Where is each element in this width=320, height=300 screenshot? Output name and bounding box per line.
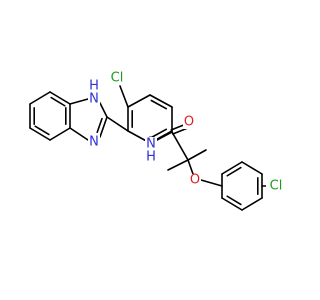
bond-ring-cl <box>119 85 129 108</box>
atom-bg-n-bottom <box>88 135 100 148</box>
atom-label-carbonyl-o: O <box>184 115 194 130</box>
bond-benzo-6 <box>29 127 51 141</box>
atom-label-nh-h: H <box>89 79 99 94</box>
bond-benzo-3-inner <box>50 96 66 107</box>
atom-label-ether-o: O <box>190 173 200 188</box>
atom-label-cl-ring: Cl <box>111 71 124 86</box>
bond-carbonyl-o-a <box>172 127 189 135</box>
bond-imid-c2-n3-inner <box>96 117 103 134</box>
bond-benzo-3 <box>49 91 71 105</box>
bond-phenoxy-1 <box>221 161 243 175</box>
atom-label-n-top: N <box>89 92 99 107</box>
bond-imid-c3a-n1 <box>69 98 89 105</box>
bond-imid-c2-n3 <box>99 116 108 138</box>
atom-bg-nh-h <box>88 79 100 92</box>
atom-bg-n-top <box>88 92 100 105</box>
atom-label-layer: H N N Cl N H O O Cl <box>88 71 285 194</box>
atom-bg-cl-ring <box>107 71 126 84</box>
molecule-structure: H N N Cl N H O O Cl <box>29 70 285 211</box>
bond-benzo-6-inner <box>34 125 50 136</box>
bond-phenoxy-4 <box>241 197 263 211</box>
bond-imid-to-ring <box>106 116 129 132</box>
bond-cq-to-ether-o <box>187 159 194 175</box>
bond-ring-2-inner <box>150 99 168 110</box>
atom-label-amide-h: H <box>146 150 156 165</box>
bond-ring-1 <box>127 94 151 108</box>
atom-bg-cl-phenoxy <box>266 179 285 192</box>
bond-phenoxy-5-inner <box>226 195 242 206</box>
atom-label-amide-n: N <box>146 137 156 152</box>
atom-bg-ether-o <box>189 174 201 187</box>
atom-bg-carbonyl-o <box>183 116 195 129</box>
bond-carbonyl-to-cq <box>171 131 189 161</box>
bond-ring-4-inner <box>150 128 168 139</box>
atom-bg-amide-h <box>145 150 157 163</box>
bond-imid-n1-c2 <box>99 102 108 118</box>
bond-phenoxy-5 <box>221 197 243 211</box>
atom-label-n-bottom: N <box>89 135 99 150</box>
bond-ether-o-to-ring <box>200 179 223 187</box>
bond-phenoxy-1-inner <box>226 166 242 177</box>
bond-cq-methyl-right <box>187 149 207 161</box>
atom-bg-amide-n <box>145 137 157 150</box>
bond-layer <box>29 85 267 211</box>
bond-ring-2 <box>149 94 173 108</box>
bond-n-to-carbonyl <box>156 131 173 141</box>
bond-cq-methyl-left <box>167 159 189 171</box>
bond-phenoxy-2 <box>241 161 263 175</box>
atom-label-cl-phenoxy: Cl <box>270 179 283 194</box>
bond-benzo-2 <box>29 91 51 105</box>
bond-benzo-5 <box>49 127 71 141</box>
bond-imid-n3-c7a <box>69 127 89 141</box>
